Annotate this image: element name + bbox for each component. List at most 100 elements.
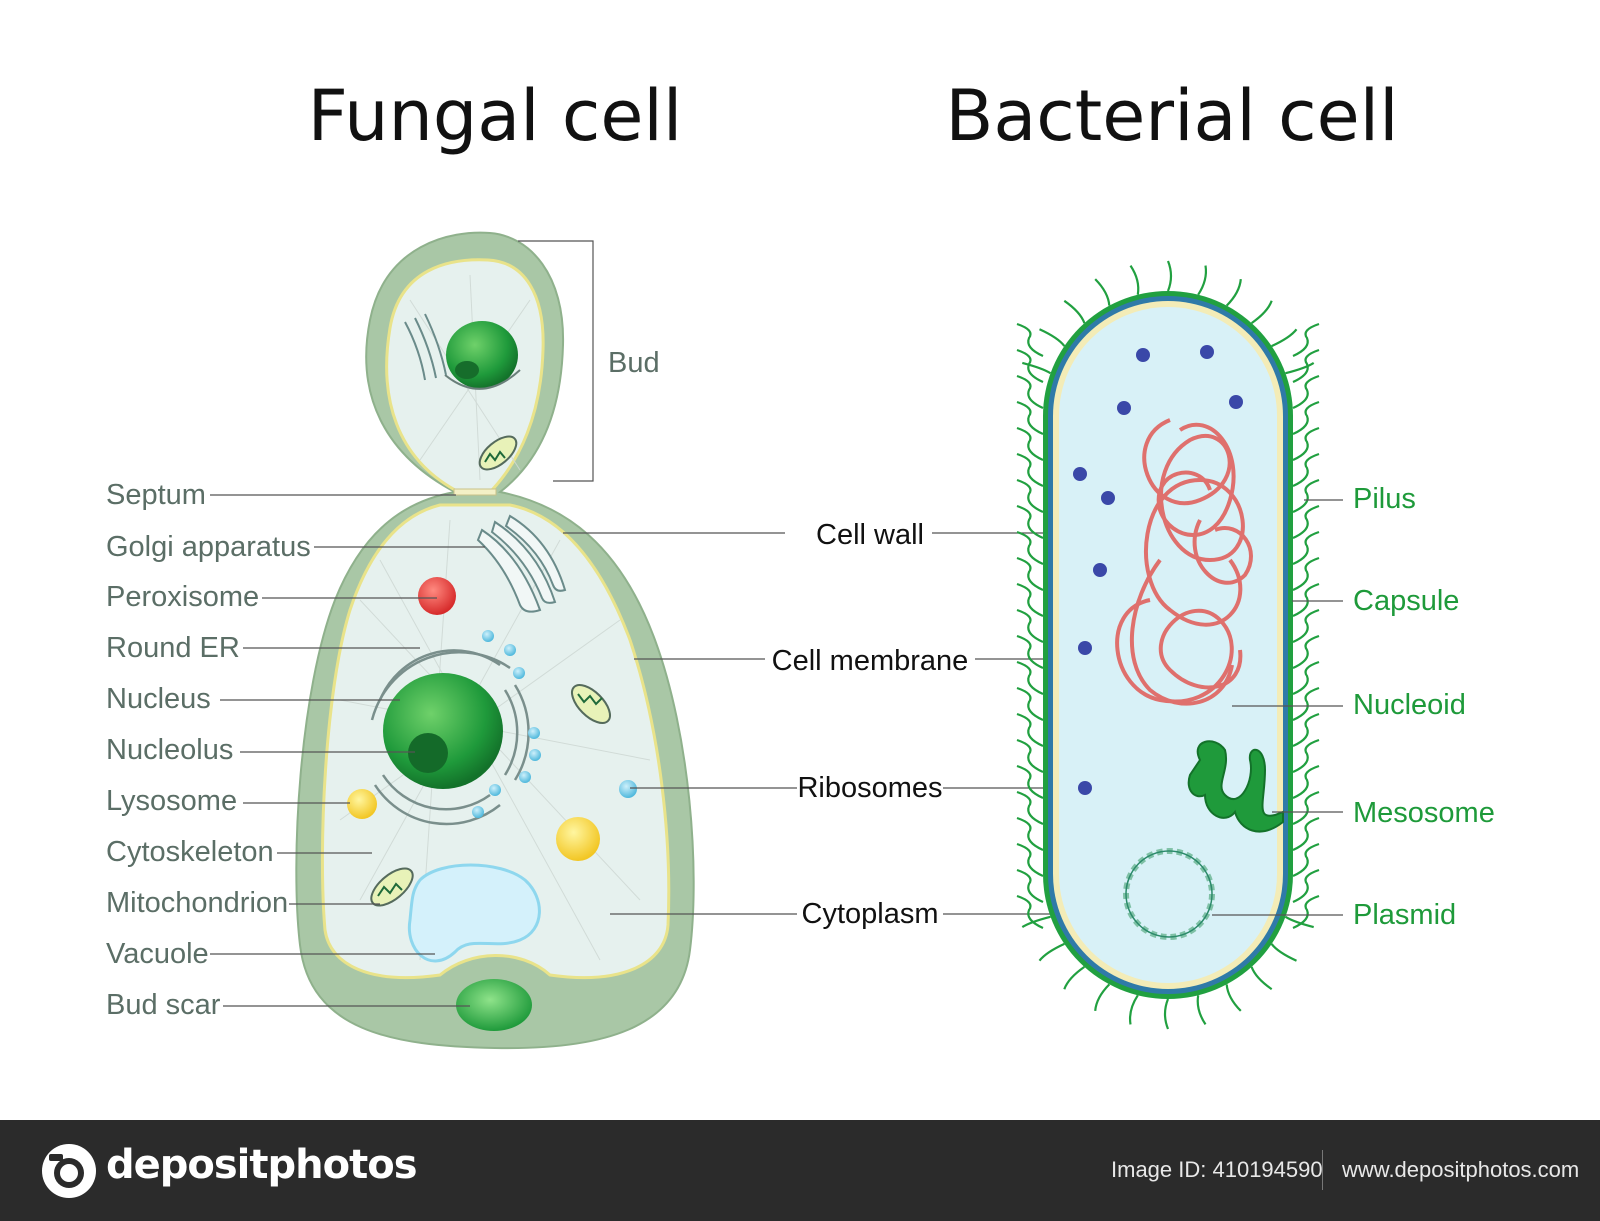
footer-separator <box>1322 1150 1323 1190</box>
pilus-fiber <box>1292 608 1320 644</box>
pilus-fiber <box>1016 738 1044 774</box>
cell-diagram: Fungal cell Bacterial cell <box>106 75 1495 1050</box>
pilus-fiber <box>1039 328 1066 347</box>
camera-logo-icon <box>42 1144 96 1198</box>
pilus-fiber <box>1292 790 1320 826</box>
fungal-labels: Septum Golgi apparatus Peroxisome Round … <box>106 479 311 1021</box>
bacterial-labels: Pilus Capsule Nucleoid Mesosome Plasmid <box>1353 483 1495 931</box>
pilus-fiber <box>1292 452 1320 488</box>
footer-bar: depositphotos Image ID: 410194590 www.de… <box>0 1120 1600 1221</box>
label-capsule: Capsule <box>1353 585 1459 617</box>
pilus-fiber <box>1016 686 1044 722</box>
pilus-fiber <box>1016 582 1044 618</box>
mitochondrion-right <box>571 684 611 724</box>
label-cytoskeleton: Cytoskeleton <box>106 836 274 868</box>
pilus-fiber <box>1016 426 1044 462</box>
footer-website-link[interactable]: www.depositphotos.com <box>1342 1157 1580 1182</box>
pilus-fiber <box>1292 712 1320 748</box>
nucleoid <box>1115 418 1253 706</box>
fungal-title: Fungal cell <box>308 75 683 157</box>
pilus-fiber <box>1292 842 1320 878</box>
pilus-fiber <box>1016 816 1044 852</box>
pilus-fiber <box>1250 966 1273 991</box>
pilus-fiber <box>1016 452 1044 488</box>
pilus-fiber <box>1094 278 1111 306</box>
pilus-fiber <box>1016 634 1044 670</box>
bud-bracket <box>518 240 594 482</box>
pilus-fiber <box>1292 348 1320 384</box>
pilus-fiber <box>1292 400 1320 436</box>
label-cell-wall: Cell wall <box>816 519 924 551</box>
bacterial-ribosomes <box>1073 345 1243 795</box>
pilus-fiber <box>1021 915 1051 929</box>
label-round-er: Round ER <box>106 632 240 664</box>
pilus-fiber <box>1016 556 1044 592</box>
pilus-fiber <box>1225 278 1242 307</box>
lysosome <box>347 789 377 819</box>
pilus-fiber <box>1292 660 1320 696</box>
label-septum: Septum <box>106 479 206 511</box>
pilus-fiber <box>1292 374 1320 410</box>
pilus-fiber <box>1292 634 1320 670</box>
pilus-fiber <box>1016 478 1044 514</box>
shared-leader-lines <box>563 532 1085 915</box>
pilus-fiber <box>1063 299 1086 324</box>
pilus-fiber <box>1292 816 1320 852</box>
pilus-fiber <box>1292 764 1320 800</box>
label-bud-scar: Bud scar <box>106 989 221 1021</box>
label-vacuole: Vacuole <box>106 938 209 970</box>
pilus-fiber <box>1129 264 1140 295</box>
septum <box>453 488 497 496</box>
pilus-fiber <box>1128 994 1139 1025</box>
bud-mitochondrion <box>478 435 518 471</box>
lysosome-2 <box>556 817 600 861</box>
label-nucleoid: Nucleoid <box>1353 689 1466 721</box>
pilus-fiber <box>1038 942 1065 962</box>
pilus-fiber <box>1292 530 1320 566</box>
bud-nucleus <box>444 321 521 390</box>
pilus-fiber <box>1292 322 1320 358</box>
round-er <box>370 649 530 826</box>
pilus-fiber <box>1016 374 1044 410</box>
er-vesicles <box>472 630 541 818</box>
pilus-fiber <box>1292 426 1320 462</box>
pilus-fiber <box>1016 764 1044 800</box>
label-ribosomes: Ribosomes <box>797 772 942 804</box>
pilus-fiber <box>1292 738 1320 774</box>
ribosome-vesicle <box>619 780 637 798</box>
pilus-fiber <box>1225 984 1242 1012</box>
bacterial-title: Bacterial cell <box>945 75 1398 157</box>
label-cell-membrane: Cell membrane <box>772 645 969 677</box>
label-cytoplasm: Cytoplasm <box>802 898 939 930</box>
pilus-fiber <box>1016 322 1044 358</box>
pili <box>1016 260 1320 1030</box>
pilus-fiber <box>1250 300 1273 325</box>
nucleus <box>383 673 503 789</box>
pilus-fiber <box>1016 868 1044 904</box>
pilus-fiber <box>1271 328 1298 348</box>
pilus-fiber <box>1016 504 1044 540</box>
pilus-fiber <box>1292 582 1320 618</box>
pilus-fiber <box>1292 556 1320 592</box>
pilus-fiber <box>1094 983 1111 1012</box>
pilus-fiber <box>1196 995 1207 1026</box>
bacterial-leader-lines <box>1212 499 1343 916</box>
pilus-fiber <box>1016 400 1044 436</box>
peroxisome <box>418 577 456 615</box>
shared-labels: Cell wall Cell membrane Ribosomes Cytopl… <box>772 519 969 930</box>
nucleolus <box>408 733 448 773</box>
pilus-fiber <box>1016 842 1044 878</box>
bud-scar <box>456 979 532 1031</box>
label-lysosome: Lysosome <box>106 785 237 817</box>
footer-brand[interactable]: depositphotos <box>106 1142 418 1188</box>
fungal-leader-lines <box>210 494 485 1007</box>
fungal-cell <box>295 231 695 1050</box>
pilus-fiber <box>1292 504 1320 540</box>
plasmid <box>1123 848 1215 940</box>
label-plasmid: Plasmid <box>1353 899 1456 931</box>
bud-golgi <box>404 313 447 381</box>
label-peroxisome: Peroxisome <box>106 581 259 613</box>
pilus-fiber <box>1292 868 1320 904</box>
pilus-fiber <box>1284 915 1314 929</box>
